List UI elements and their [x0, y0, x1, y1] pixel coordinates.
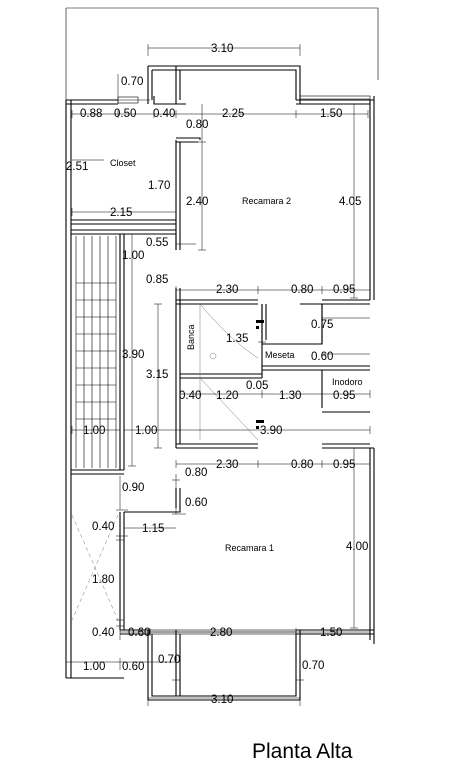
dim-1-50-bot: 1.50 — [320, 627, 342, 639]
dim-0-90: 0.90 — [122, 482, 144, 494]
dim-1-00-center: 1.00 — [135, 425, 157, 437]
dim-0-40-top: 0.40 — [153, 108, 175, 120]
dim-0-75: 0.75 — [311, 319, 333, 331]
room-inodoro: Inodoro — [332, 377, 363, 387]
dim-2-51: 2.51 — [66, 161, 88, 173]
dim-0-05: 0.05 — [246, 380, 268, 392]
fixtures — [256, 320, 264, 429]
room-meseta: Meseta — [265, 350, 295, 360]
dim-0-40-bath: 0.40 — [179, 390, 201, 402]
dim-2-30-bot: 2.30 — [216, 459, 238, 471]
dim-0-60-meseta: 0.60 — [311, 351, 333, 363]
dim-0-95-top: 0.95 — [333, 284, 355, 296]
dim-0-80-bot: 0.80 — [291, 459, 313, 471]
dim-0-40-b: 0.40 — [92, 627, 114, 639]
stair-treads — [75, 236, 117, 468]
dim-1-20: 1.20 — [216, 390, 238, 402]
dim-0-80-mid: 0.80 — [291, 284, 313, 296]
dim-0-80-top: 0.80 — [186, 119, 208, 131]
dim-1-15: 1.15 — [142, 523, 164, 535]
dim-0-85: 0.85 — [146, 274, 168, 286]
dim-3-15: 3.15 — [146, 369, 168, 381]
plan-title: Planta Alta — [252, 740, 353, 763]
windows — [117, 95, 371, 635]
dim-4-00: 4.00 — [346, 541, 368, 553]
dim-0-70-bot: 0.70 — [158, 654, 180, 666]
dim-0-95-bot: 0.95 — [333, 459, 355, 471]
dim-2-80: 2.80 — [210, 627, 232, 639]
room-banca: Banca — [186, 324, 196, 350]
dim-0-60-bot: 0.60 — [128, 627, 150, 639]
dim-1-00-left: 1.00 — [83, 425, 105, 437]
dim-0-60-low: 0.60 — [185, 497, 207, 509]
dim-0-80-low: 0.80 — [185, 467, 207, 479]
dim-0-88: 0.88 — [80, 108, 102, 120]
dim-2-25: 2.25 — [222, 108, 244, 120]
room-closet: Closet — [110, 158, 136, 168]
dim-0-95-mid: 0.95 — [333, 390, 355, 402]
dim-0-60-bot2: 0.60 — [122, 661, 144, 673]
room-recamara-2: Recamara 2 — [242, 196, 291, 206]
dim-0-70-right: 0.70 — [302, 660, 324, 672]
dim-1-70: 1.70 — [148, 180, 170, 192]
door-swings — [71, 303, 259, 621]
dim-2-30-top: 2.30 — [216, 284, 238, 296]
dim-3-90-hall: 3.90 — [260, 425, 282, 437]
dim-1-80: 1.80 — [92, 574, 114, 586]
dim-1-00-bot: 1.00 — [83, 661, 105, 673]
dimension-labels: 3.10 0.70 0.88 0.50 0.40 0.80 2.25 1.50 … — [66, 43, 368, 706]
dim-1-30: 1.30 — [279, 390, 301, 402]
dim-0-50: 0.50 — [114, 108, 136, 120]
dim-1-50-top: 1.50 — [320, 108, 342, 120]
dim-0-70-top: 0.70 — [121, 76, 143, 88]
room-recamara-1: Recamara 1 — [225, 543, 274, 553]
dim-2-40: 2.40 — [186, 196, 208, 208]
dim-0-40-a: 0.40 — [92, 521, 114, 533]
dim-1-35: 1.35 — [226, 333, 248, 345]
dim-2-15: 2.15 — [110, 207, 132, 219]
dim-4-05: 4.05 — [339, 196, 361, 208]
dim-1-00-stair: 1.00 — [122, 250, 144, 262]
dim-top-width: 3.10 — [211, 43, 233, 55]
dim-3-90-stair: 3.90 — [122, 349, 144, 361]
dimension-lines — [65, 44, 371, 706]
dim-0-55: 0.55 — [146, 237, 168, 249]
dim-bottom-width: 3.10 — [211, 694, 233, 706]
